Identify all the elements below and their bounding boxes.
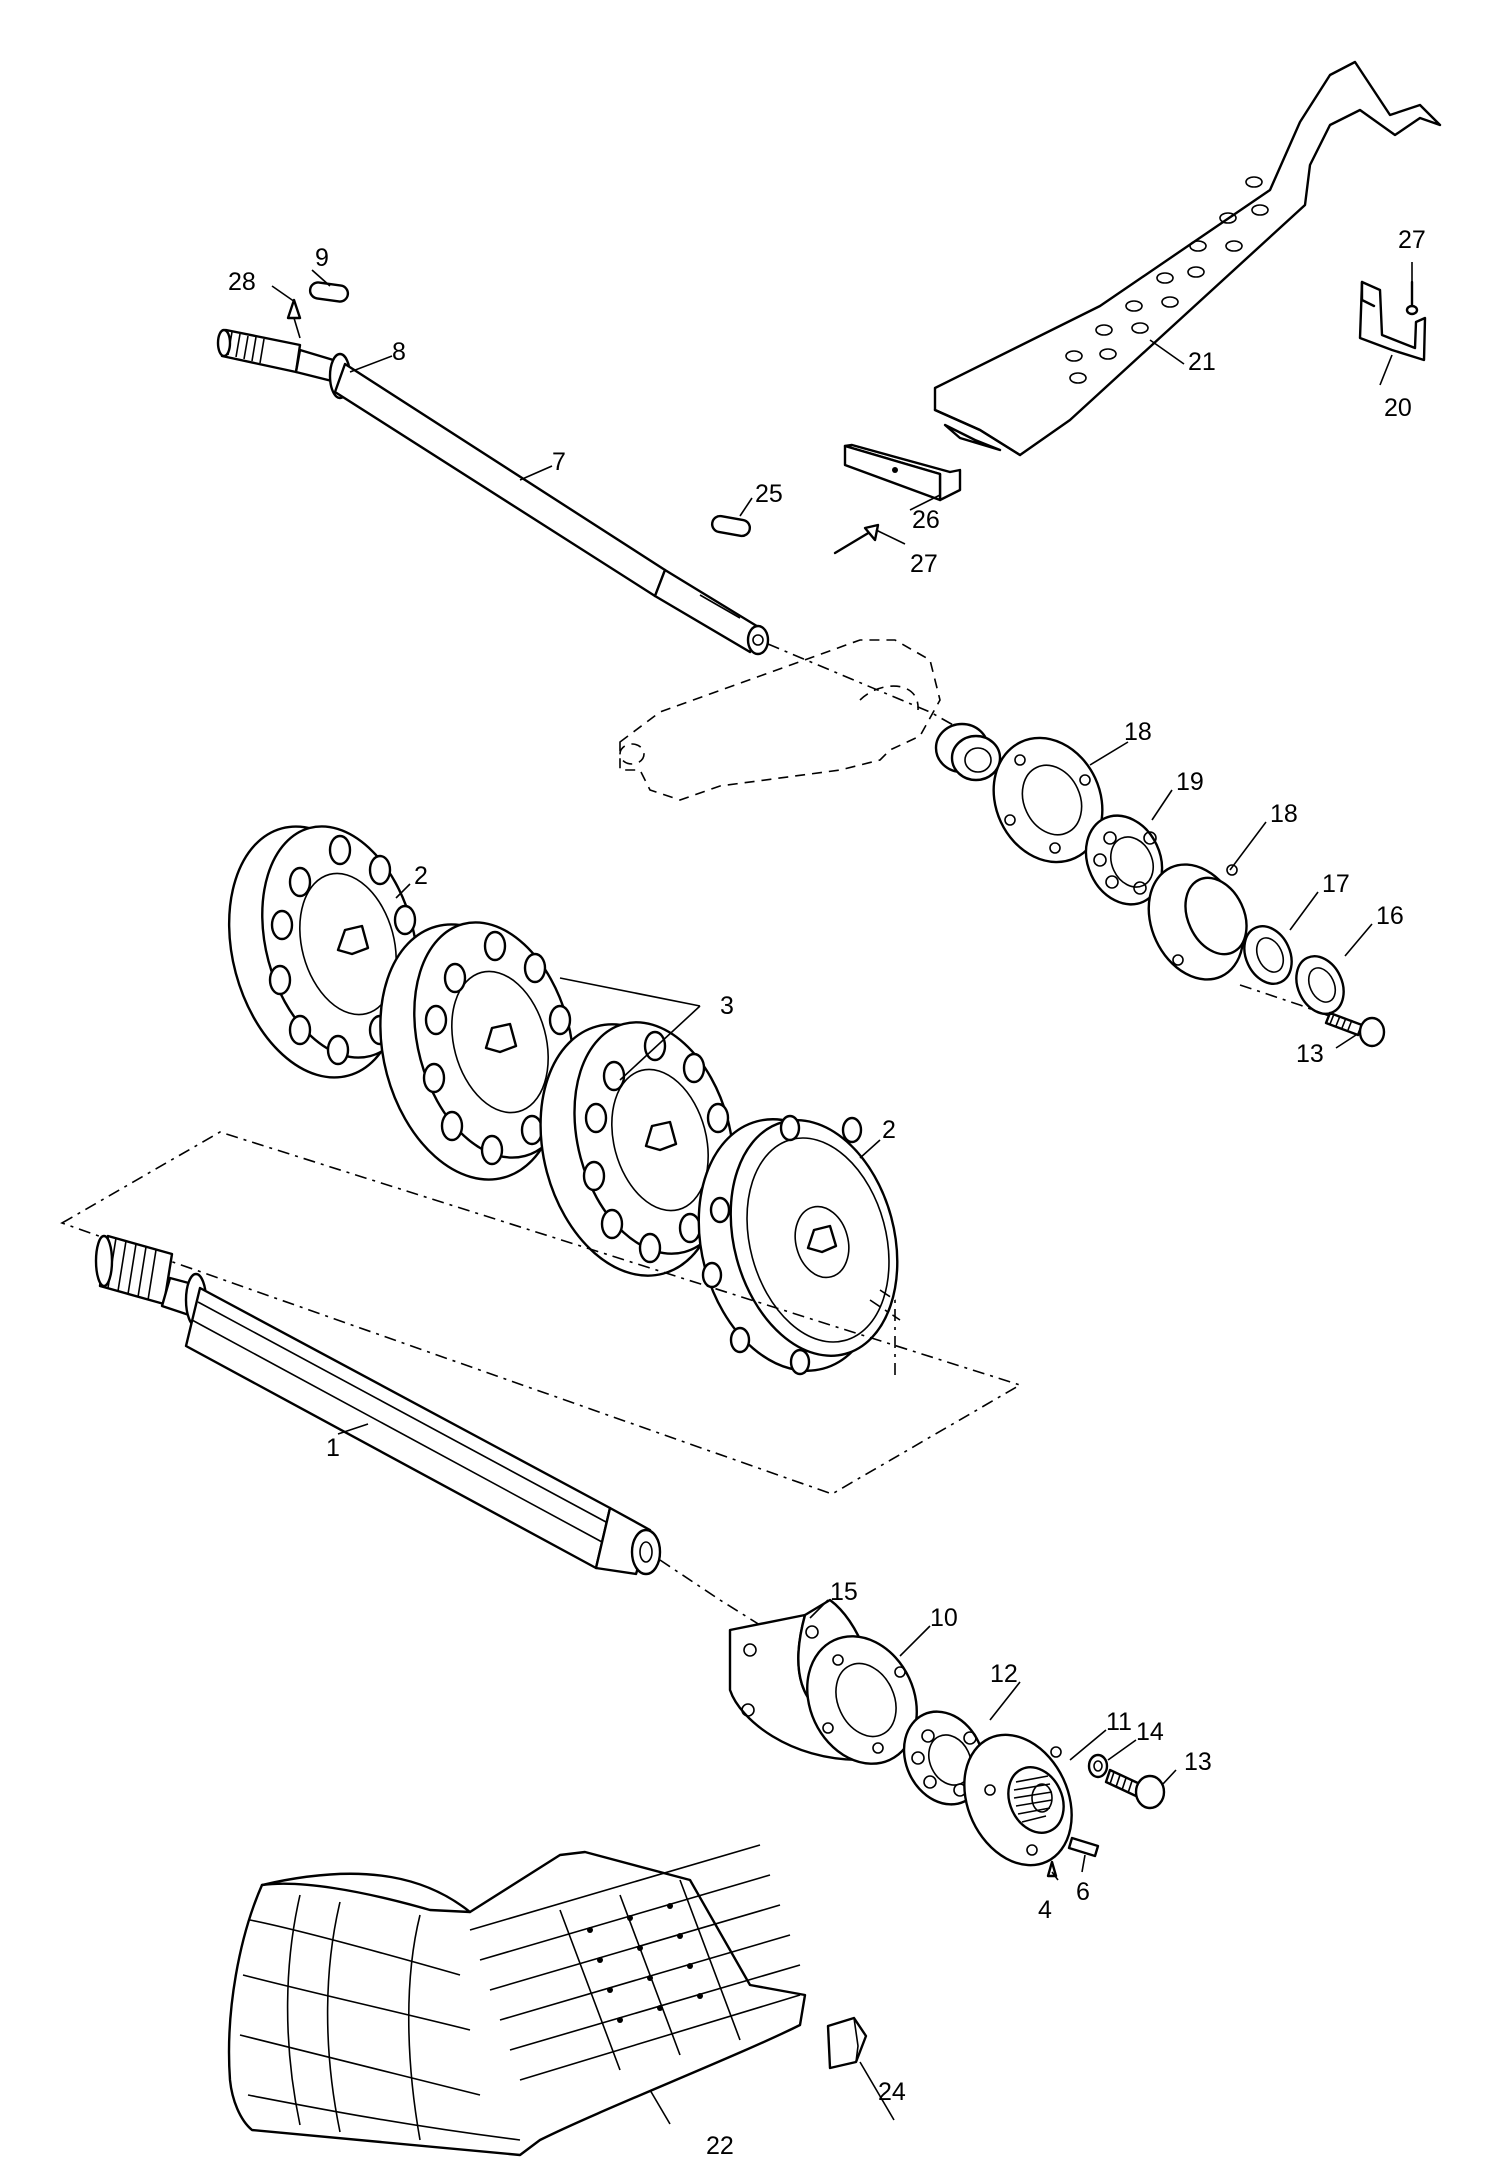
callout-7: 7	[552, 448, 566, 476]
part-11-flange-threaded	[963, 1733, 1073, 1867]
callout-28: 28	[228, 268, 256, 296]
callout-24: 24	[878, 2078, 906, 2106]
callout-2-lower: 2	[882, 1116, 896, 1144]
part-27-rivet-upper	[1405, 280, 1419, 316]
part-20-bracket	[1358, 280, 1427, 362]
part-1-drive-shaft	[94, 1234, 662, 1576]
part-3-sprocket-b	[539, 1021, 735, 1277]
callout-17: 17	[1322, 870, 1350, 898]
callout-18-inner: 18	[1270, 800, 1298, 828]
part-7-drive-axle	[216, 328, 770, 656]
part-13-bolt-upper	[1324, 1011, 1386, 1048]
callout-22: 22	[706, 2132, 734, 2160]
part-22-track	[227, 1844, 807, 2157]
part-27-rivet-middle	[833, 523, 880, 555]
callout-20: 20	[1384, 394, 1412, 422]
part-13-bolt-lower	[1104, 1768, 1166, 1810]
callout-19: 19	[1176, 768, 1204, 796]
part-21-guard	[933, 60, 1442, 457]
part-16-washer	[1295, 955, 1345, 1015]
part-17-ring	[1243, 925, 1293, 985]
callout-1: 1	[326, 1434, 340, 1462]
leader-lines	[271, 262, 1413, 2125]
callout-27-upper: 27	[1398, 226, 1426, 254]
callout-4: 4	[1038, 1896, 1052, 1924]
part-19-bearing	[1084, 814, 1164, 906]
part-25-key	[710, 514, 752, 538]
part-14-washer	[1087, 1753, 1109, 1779]
callout-6: 6	[1076, 1878, 1090, 1906]
part-2-wheel-lower	[697, 1114, 899, 1376]
part-9-key	[308, 281, 350, 303]
part-10-flange	[806, 1635, 918, 1765]
collar	[934, 722, 1002, 782]
suspension-arm-reference	[619, 639, 941, 801]
part-6-key	[1067, 1836, 1100, 1858]
part-26-clip	[843, 443, 962, 502]
part-18-flange-inner	[1147, 863, 1248, 981]
callouts: 9 28 8 7 25 26 27 27 20 21 18 19 18 17 1…	[228, 226, 1426, 2160]
callout-26: 26	[912, 506, 940, 534]
callout-8: 8	[392, 338, 406, 366]
callout-13-upper: 13	[1296, 1040, 1324, 1068]
callout-15: 15	[830, 1578, 858, 1606]
callout-11: 11	[1106, 1708, 1132, 1736]
callout-18-outer: 18	[1124, 718, 1152, 746]
part-18-flange-outer	[992, 736, 1104, 864]
callout-2-upper: 2	[414, 862, 428, 890]
callout-9: 9	[315, 244, 329, 272]
part-24-clip	[826, 2016, 868, 2070]
callout-21: 21	[1188, 348, 1216, 376]
callout-27-middle: 27	[910, 550, 938, 578]
part-4-fitting	[1046, 1860, 1058, 1878]
part-3-sprocket-a	[379, 921, 575, 1181]
callout-10: 10	[930, 1604, 958, 1632]
callout-16: 16	[1376, 902, 1404, 930]
part-2-sprocket-upper	[227, 825, 419, 1079]
callout-25: 25	[755, 480, 783, 508]
callout-14: 14	[1136, 1718, 1164, 1746]
callout-3: 3	[720, 992, 734, 1020]
callout-12: 12	[990, 1660, 1018, 1688]
callout-13-lower: 13	[1184, 1748, 1212, 1776]
part-28-fitting	[286, 298, 302, 339]
